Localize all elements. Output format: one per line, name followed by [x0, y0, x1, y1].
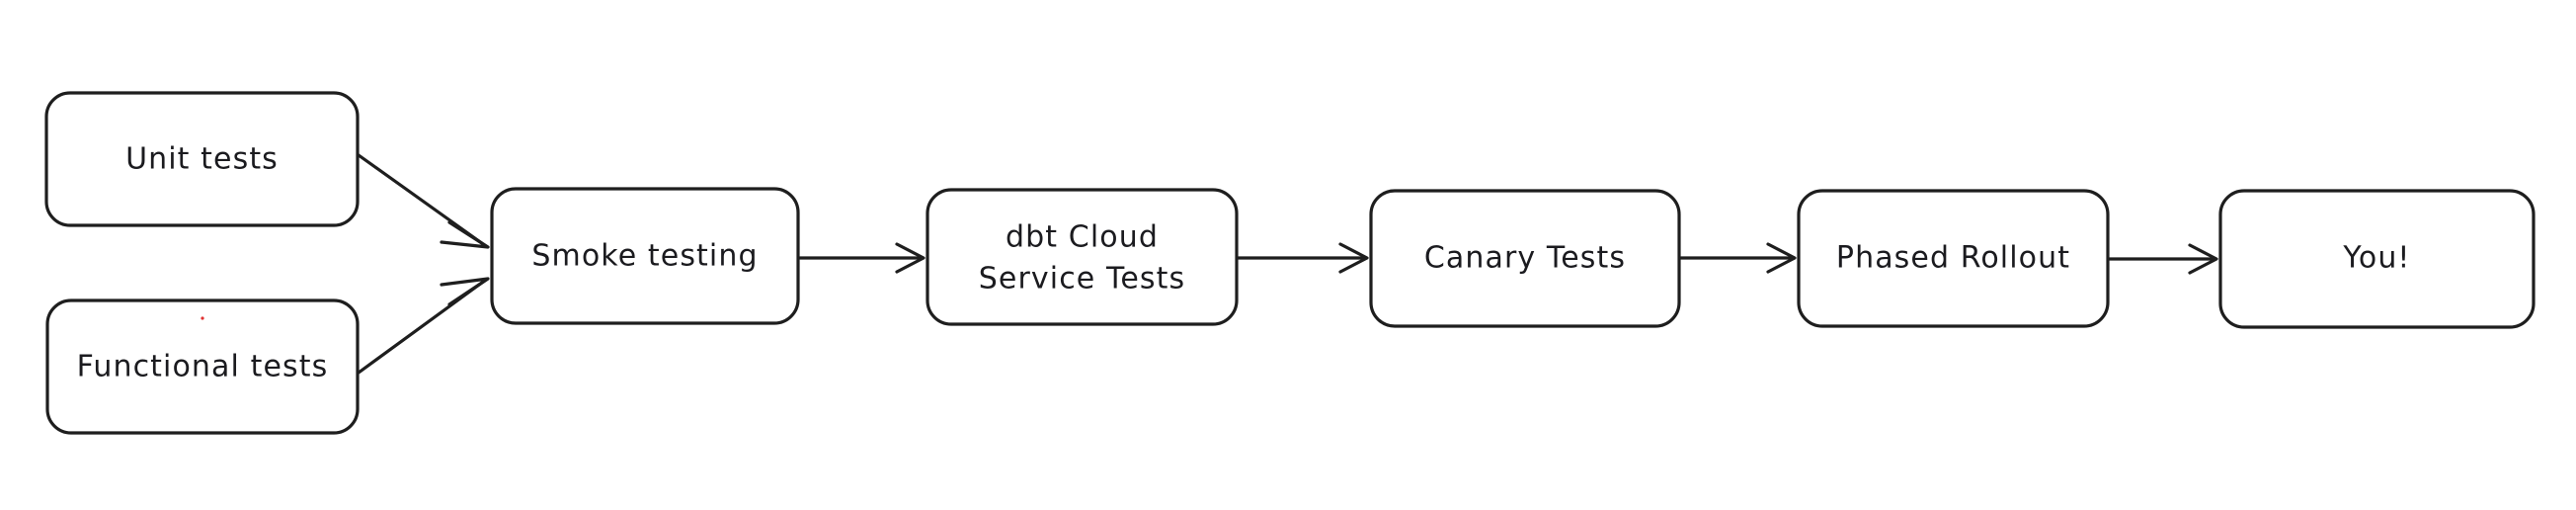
node-smoke-testing-label: Smoke testing	[531, 239, 758, 274]
edge-functional-to-smoke[interactable]	[357, 277, 490, 375]
node-phased-rollout[interactable]: Phased Rollout	[1797, 189, 2110, 328]
edge-dbt-to-canary-arrowhead	[1338, 242, 1369, 274]
edge-dbt-to-canary[interactable]	[1237, 242, 1369, 274]
node-unit-tests-label: Unit tests	[125, 142, 279, 177]
edge-smoke-to-dbt-arrowhead	[895, 242, 926, 274]
edge-unit-to-smoke-arrowhead	[440, 220, 490, 249]
render-artifact-dot	[201, 316, 204, 320]
edge-phased-to-you-arrowhead	[2188, 243, 2218, 275]
edge-phased-to-you[interactable]	[2108, 243, 2218, 275]
node-phased-rollout-label: Phased Rollout	[1836, 241, 2070, 276]
node-you-label: You!	[2342, 241, 2410, 276]
node-dbt-cloud-service-tests[interactable]: dbt Cloud Service Tests	[926, 188, 1239, 326]
node-dbt-cloud-service-tests-label-line1: dbt Cloud	[1006, 220, 1159, 255]
node-smoke-testing-box	[490, 187, 800, 325]
edge-canary-to-phased-arrowhead	[1766, 242, 1797, 274]
node-unit-tests[interactable]: Unit tests	[44, 91, 360, 227]
node-functional-tests[interactable]: Functional tests	[45, 298, 360, 435]
node-dbt-cloud-service-tests-box	[926, 188, 1239, 326]
edge-canary-to-phased[interactable]	[1679, 242, 1797, 274]
node-you[interactable]: You!	[2218, 189, 2536, 329]
edge-functional-to-smoke-arrowhead	[440, 277, 490, 306]
node-phased-rollout-box	[1797, 189, 2110, 328]
node-functional-tests-box	[45, 298, 360, 435]
node-unit-tests-box	[44, 91, 360, 227]
node-canary-tests[interactable]: Canary Tests	[1369, 189, 1681, 328]
node-smoke-testing[interactable]: Smoke testing	[490, 187, 800, 325]
edge-unit-to-smoke[interactable]	[357, 153, 490, 249]
node-functional-tests-label: Functional tests	[77, 350, 329, 384]
node-canary-tests-box	[1369, 189, 1681, 328]
node-canary-tests-label: Canary Tests	[1424, 241, 1626, 276]
edge-smoke-to-dbt[interactable]	[798, 242, 926, 274]
node-dbt-cloud-service-tests-label-line2: Service Tests	[979, 262, 1185, 297]
node-you-box	[2218, 189, 2536, 329]
